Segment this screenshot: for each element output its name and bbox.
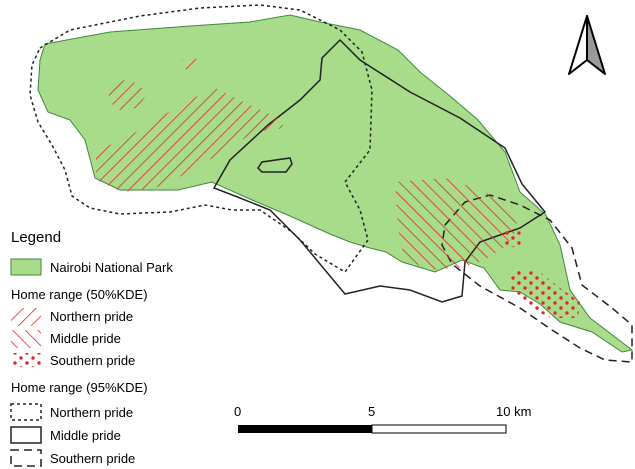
legend-kde95-northern-swatch bbox=[10, 403, 42, 421]
legend-kde95-middle-swatch bbox=[10, 426, 42, 444]
legend-kde95-northern-label: Northern pride bbox=[50, 405, 134, 420]
kde95-northern-pride bbox=[29, 4, 373, 273]
legend-title: Legend bbox=[11, 229, 62, 246]
legend-item-kde50-middle: Middle pride bbox=[11, 329, 231, 349]
legend-item-kde50-southern: Southern pride bbox=[11, 351, 231, 371]
legend-item-kde95-northern: Northern pride bbox=[11, 403, 231, 423]
kde95-middle-pride bbox=[212, 38, 547, 303]
kde50-northern-pride-3 bbox=[182, 58, 198, 70]
kde50-northern-pride bbox=[96, 88, 285, 192]
legend-kde50-northern-swatch bbox=[11, 308, 41, 326]
kde95-southern-pride bbox=[441, 194, 633, 363]
legend-kde50-southern-label: Southern pride bbox=[50, 353, 136, 368]
north-arrow-icon bbox=[568, 15, 606, 75]
legend-kde50-middle-swatch bbox=[11, 330, 41, 348]
legend-kde95-heading: Home range (95%KDE) bbox=[11, 380, 148, 395]
kde50-southern-pride-2 bbox=[510, 270, 580, 318]
legend-park-label: Nairobi National Park bbox=[50, 260, 173, 275]
scale-label-10km: 10 km bbox=[496, 404, 532, 419]
legend-item-park: Nairobi National Park bbox=[11, 258, 231, 278]
kde50-middle-pride bbox=[395, 178, 518, 270]
legend-kde95-southern-swatch bbox=[10, 449, 42, 467]
legend-item-kde50-northern: Northern pride bbox=[11, 307, 231, 327]
scale-bar-black-segment bbox=[238, 425, 372, 433]
legend-item-kde95-southern: Southern pride bbox=[11, 449, 231, 469]
kde50-northern-pride-2 bbox=[108, 78, 148, 110]
kde95-middle-pride-inner bbox=[257, 157, 293, 173]
scale-label-0: 0 bbox=[234, 404, 242, 419]
legend-kde95-southern-label: Southern pride bbox=[50, 451, 136, 466]
legend-item-kde95-middle: Middle pride bbox=[11, 426, 231, 446]
legend-kde50-middle-label: Middle pride bbox=[50, 331, 121, 346]
scale-label-5: 5 bbox=[368, 404, 376, 419]
legend-kde50-heading: Home range (50%KDE) bbox=[11, 287, 148, 302]
scale-bar-white-segment bbox=[371, 424, 507, 434]
kde50-southern-pride bbox=[505, 228, 522, 248]
legend-kde95-middle-label: Middle pride bbox=[50, 428, 121, 443]
legend-kde50-southern-swatch bbox=[11, 353, 41, 367]
legend-kde50-northern-label: Northern pride bbox=[50, 309, 134, 324]
legend-park-swatch bbox=[10, 258, 42, 276]
